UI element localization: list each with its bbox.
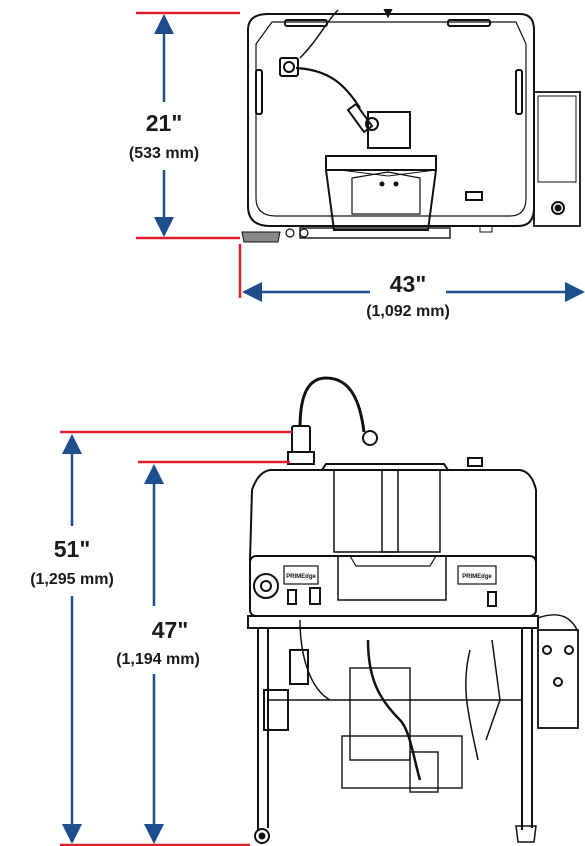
top-view-machine [241,9,581,243]
top-width-value: 43" [390,271,427,297]
top-width-metric: (1,092 mm) [366,303,450,320]
brand-label-left: PRIMEdge [286,574,316,580]
front-total-height-dimension: 51" (1,295 mm) [30,430,292,844]
top-height-value: 21" [146,110,183,136]
top-width-dimension: 43" (1,092 mm) [238,244,585,320]
front-body-height-dimension: 47" (1,194 mm) [60,460,290,846]
top-height-metric: (533 mm) [129,145,199,162]
front-total-height-value: 51" [54,536,91,562]
brand-label-right: PRIMEdge [462,574,492,580]
front-body-height-metric: (1,194 mm) [116,651,200,668]
top-height-dimension: 21" (533 mm) [129,11,240,240]
front-total-height-metric: (1,295 mm) [30,571,114,588]
front-view-machine [247,376,579,844]
front-body-height-value: 47" [152,617,189,643]
